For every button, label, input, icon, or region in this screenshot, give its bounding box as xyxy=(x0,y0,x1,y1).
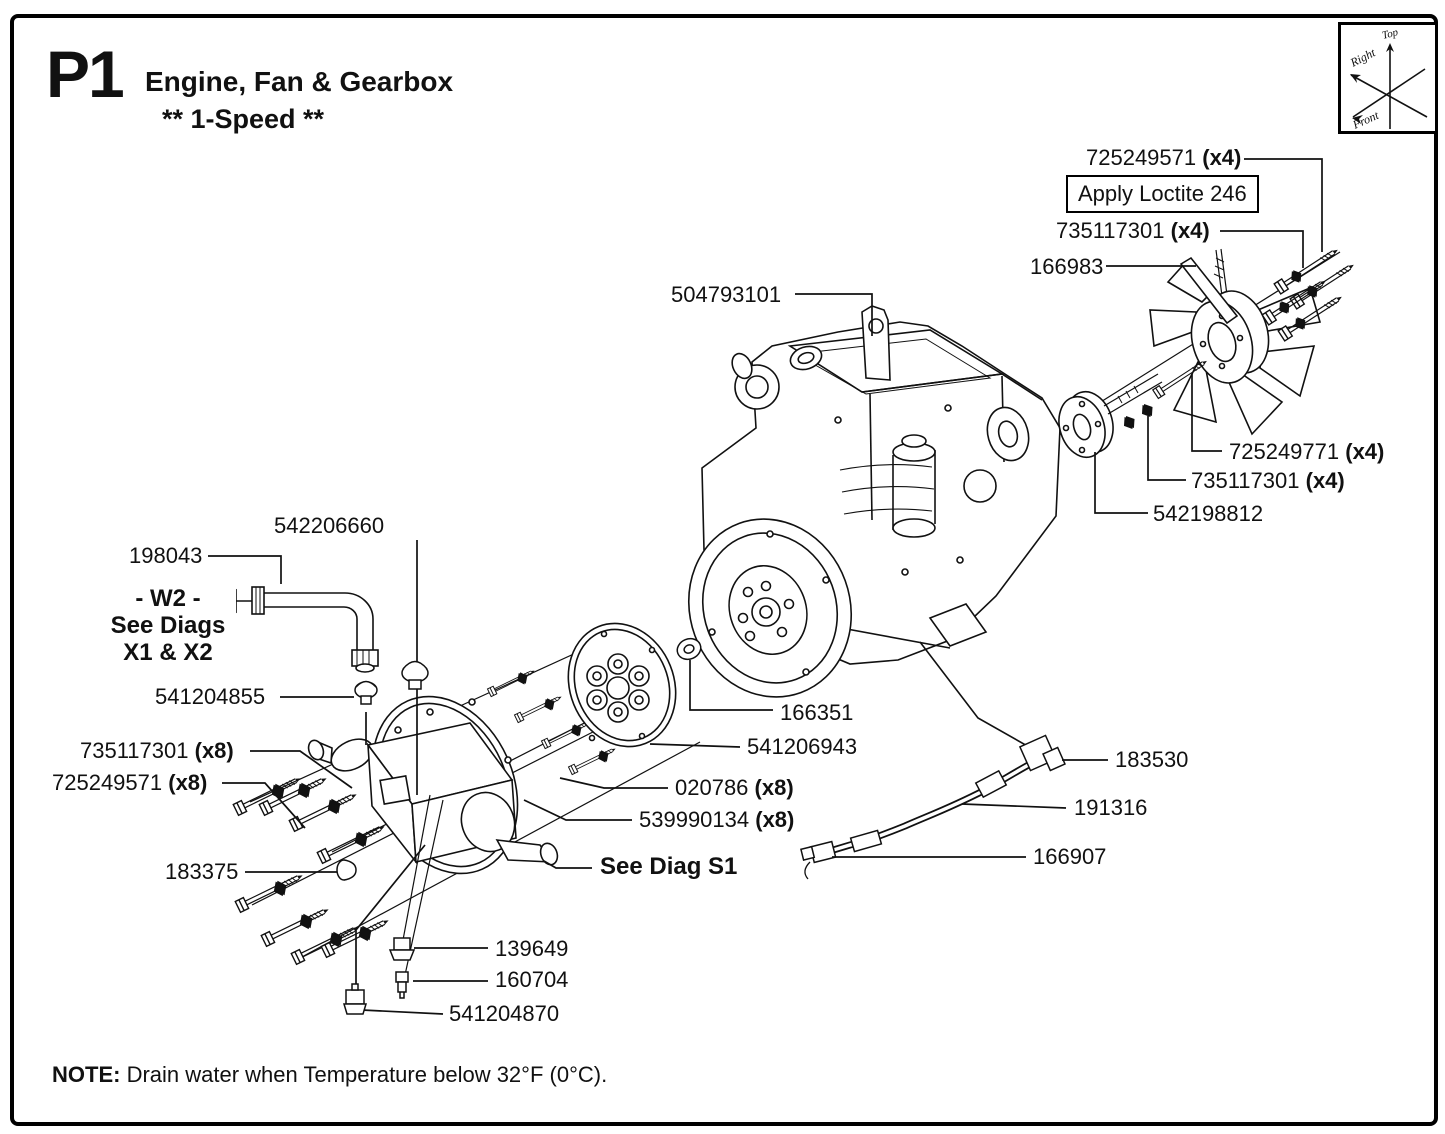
compass-top-label: Top xyxy=(1381,26,1400,42)
compass-axes-icon: Top Right Front xyxy=(1347,26,1428,132)
callout-fitting-160704: 160704 xyxy=(492,968,572,992)
page-title: Engine, Fan & Gearbox xyxy=(145,66,454,97)
fan-illustration xyxy=(1058,248,1322,459)
callout-lift-bracket: 504793101 xyxy=(668,283,785,307)
small-parts xyxy=(336,637,702,1015)
drain-hose-illustration xyxy=(800,641,1066,880)
water-pipe-illustration xyxy=(205,586,379,673)
page-code: P1 xyxy=(46,37,125,111)
callout-fan-blade: 166983 xyxy=(1027,255,1107,279)
footer-note: NOTE: Drain water when Temperature below… xyxy=(52,1062,608,1088)
callout-plug-side: 183375 xyxy=(162,860,242,884)
note-text: Drain water when Temperature below 32°F … xyxy=(126,1062,608,1087)
leader-lines xyxy=(208,158,1323,1015)
callout-elbow-fitting: 183530 xyxy=(1112,748,1192,772)
gearbox-bolts xyxy=(232,772,392,966)
callout-plug-upper: 541204855 xyxy=(152,685,269,709)
orientation-compass: Top Right Front xyxy=(1338,22,1438,134)
engine-illustration xyxy=(687,305,1061,698)
w2-line3: X1 & X2 xyxy=(123,639,213,666)
coupling-disc-illustration xyxy=(567,622,677,748)
callout-loctite-note: Apply Loctite 246 xyxy=(1066,175,1259,213)
callout-coupling-disc: 541206943 xyxy=(744,735,861,759)
callout-washer-fan-long: 735117301 (x4) xyxy=(1053,219,1213,243)
callout-breather-cap: 542206660 xyxy=(271,514,388,538)
callout-washer-coupling: 020786 (x8) xyxy=(672,776,797,800)
callout-bolt-coupling: 539990134 (x8) xyxy=(636,808,798,832)
callout-w2-reference: - W2 - See Diags X1 & X2 xyxy=(100,585,236,666)
callout-plug-lower: 541204870 xyxy=(446,1002,563,1026)
callout-washer-fan-hub: 735117301 (x4) xyxy=(1188,469,1348,493)
callout-bolt-gearbox: 725249571 (x8) xyxy=(49,771,211,795)
callout-water-pipe: 198043 xyxy=(126,544,206,568)
callout-washer-gearbox: 735117301 (x8) xyxy=(77,739,237,763)
page-subtitle: ** 1-Speed ** xyxy=(162,104,325,134)
gearbox-illustration xyxy=(307,695,559,976)
callout-bolt-fan-hub: 725249771 (x4) xyxy=(1226,440,1388,464)
callout-drain-hose: 191316 xyxy=(1071,796,1151,820)
note-label: NOTE: xyxy=(52,1062,121,1087)
callout-fitting-139649: 139649 xyxy=(492,937,572,961)
callout-bolt-fan-long: 725249571 (x4) xyxy=(1083,146,1245,170)
w2-line2: See Diags xyxy=(110,612,226,639)
w2-line1: - W2 - xyxy=(135,585,201,612)
callout-coupling-bush: 166351 xyxy=(777,701,857,725)
callout-see-diag-s1: See Diag S1 xyxy=(597,855,741,879)
callout-drain-fitting: 166907 xyxy=(1030,845,1110,869)
callout-fan-hub: 542198812 xyxy=(1150,502,1267,526)
